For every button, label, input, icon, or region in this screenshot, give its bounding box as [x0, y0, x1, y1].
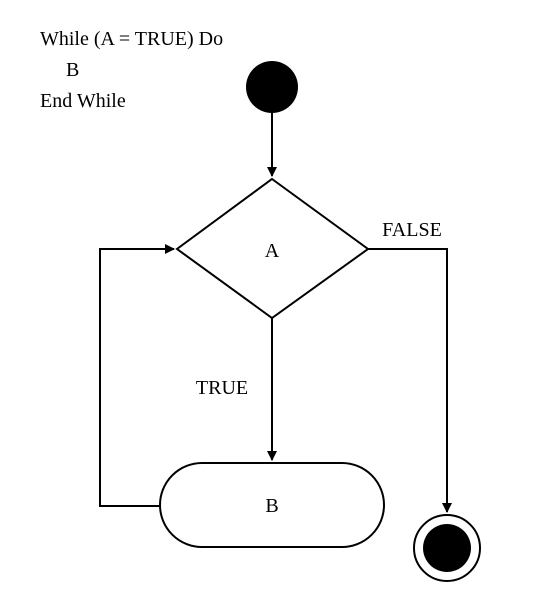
- decision-label: A: [265, 240, 280, 262]
- final-node-core: [423, 524, 471, 572]
- initial-node: [246, 61, 298, 113]
- pseudocode-line-while: While (A = TRUE) Do: [40, 28, 224, 50]
- false-label: FALSE: [382, 219, 442, 241]
- pseudocode-line-body: B: [66, 59, 80, 81]
- pseudocode-line-end: End While: [40, 90, 126, 112]
- true-label: TRUE: [196, 377, 248, 399]
- action-label: B: [265, 495, 278, 517]
- pseudocode-block: While (A = TRUE) Do B End While: [40, 24, 223, 117]
- edge-false: [368, 248, 452, 513]
- edge-loop-back: [99, 244, 175, 507]
